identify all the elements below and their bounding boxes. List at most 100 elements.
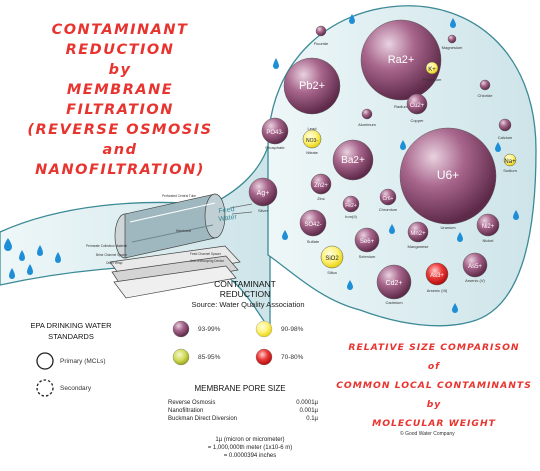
contaminant-name: Selenium	[359, 254, 376, 259]
contaminant-uranium: Uranium	[440, 225, 456, 230]
contaminant-symbol: Fe2+	[345, 203, 357, 209]
contaminant-name: Chloride	[478, 93, 494, 98]
contaminant-selenium: Se6+Selenium	[354, 227, 380, 259]
title-line: CONTAMINANT	[51, 22, 189, 38]
contaminant-symbol: Zn2+	[314, 183, 328, 189]
contaminant-sulfate: SO42-Sulfate	[299, 209, 327, 244]
contaminant-name: Lead	[308, 126, 317, 131]
contaminant-arsenic-iii-: As3+ Arsenic (III)	[425, 262, 449, 293]
pore-row: Reverse Osmosis 0.0001µ	[168, 399, 318, 407]
pore-row: Nanofiltration 0.001µ	[168, 407, 318, 415]
membrane-label: Feed Channel Spacer	[190, 252, 222, 256]
contaminant-circle	[376, 264, 412, 300]
membrane-label: Outer Wrap	[106, 261, 123, 265]
contaminant-pb2-: Pb2+	[283, 57, 341, 115]
contaminant-circle	[283, 57, 341, 115]
contaminant-name: Potassium	[423, 77, 442, 82]
relative-title-line: RELATIVE SIZE COMPARISON	[348, 342, 520, 353]
pore-title: MEMBRANE PORE SIZE	[194, 384, 286, 393]
epa-title: EPA DRINKING WATER STANDARDS	[16, 320, 126, 342]
contaminant-symbol: Cd2+	[386, 280, 403, 287]
contaminant-u6-: U6+	[399, 127, 497, 225]
pore-note: 1µ (micron or micrometer) = 1,000,000th …	[180, 436, 320, 460]
contaminant-circle	[332, 139, 374, 181]
contaminant-circle	[407, 221, 429, 243]
contaminant-circle	[503, 153, 517, 167]
contaminant-sodium: Na+Sodium	[503, 153, 517, 173]
epa-primary-label: Primary (MCLs)	[60, 358, 106, 365]
contaminant-circle	[361, 108, 373, 120]
title-line: NANOFILTRATION)	[35, 162, 205, 178]
contaminant-circle	[498, 118, 512, 132]
contaminant-circle	[310, 173, 332, 195]
contaminant-name: Nickel	[483, 238, 494, 243]
contaminant-circle	[447, 34, 457, 44]
contaminant-fluoride: Fluoride	[314, 25, 329, 46]
contaminant-circle	[425, 262, 449, 286]
legend-title-line: REDUCTION	[219, 289, 271, 299]
title-line: (REVERSE OSMOSIS	[27, 122, 213, 138]
contaminant-name: Arsenic (III)	[427, 288, 448, 293]
contaminant-phosphate: PO43-Phosphate	[261, 117, 289, 150]
contaminant-manganese: Mn2+Manganese	[407, 221, 429, 249]
contaminant-circle	[261, 117, 289, 145]
pore-note-line: 1µ (micron or micrometer)	[215, 437, 285, 443]
contaminant-symbol: As5+	[468, 264, 482, 270]
contaminant-name: Silica	[327, 270, 337, 275]
legend-label: 70-80%	[281, 354, 304, 361]
contaminant-symbol: Cu2+	[410, 103, 425, 109]
contaminant-chromium: Cr6+Chromium	[379, 188, 398, 212]
membrane-label: Permeate Collection Material	[86, 244, 127, 248]
legend-label: 93-99%	[198, 326, 221, 333]
contaminant-name: Silver	[258, 208, 269, 213]
contaminant-name: Nitrate	[306, 150, 319, 155]
relative-title-line: MOLECULAR WEIGHT	[372, 418, 496, 429]
contaminant-symbol: NO3-	[306, 138, 318, 144]
contaminant-symbol: As3+	[430, 273, 444, 279]
membrane-label: Anti-Telescoping Device	[190, 259, 225, 263]
epa-secondary-label: Secondary	[60, 385, 92, 392]
contaminant-copper: Cu2+Copper	[406, 93, 428, 123]
contaminant-symbol: SiO2	[325, 256, 339, 262]
pore-note-line: = 1,000,000th meter (1x10-6 m)	[207, 445, 293, 451]
contaminant-circle	[302, 129, 322, 149]
contaminant-circle	[425, 61, 439, 75]
contaminant-ra2-: Ra2+	[360, 19, 442, 101]
contaminant-circle	[342, 195, 360, 213]
legend-source: Source: Water Quality Association	[191, 300, 305, 309]
contaminant-calcium: Calcium	[498, 118, 513, 140]
main-title: CONTAMINANT REDUCTION by MEMBRANE FILTRA…	[14, 20, 226, 180]
contaminant-circle	[354, 227, 380, 253]
pore-value: 0.001µ	[299, 408, 318, 414]
contaminant-symbol: Ag+	[257, 190, 270, 197]
pore-value: 0.0001µ	[296, 400, 318, 406]
pore-table: Reverse Osmosis 0.0001µ Nanofiltration 0…	[168, 399, 318, 423]
membrane-label: Perforated Central Tube	[162, 194, 197, 198]
contaminant-name: Aluminum	[358, 122, 376, 127]
contaminant-nitrate: NO3- Nitrate	[302, 129, 322, 155]
contaminant-lead: Lead	[308, 126, 317, 131]
title-line: by	[108, 62, 132, 78]
pore-note-line: = 0.0000394 inches	[223, 453, 277, 459]
contaminant-iron-ii-: Fe2+ Iron(II)	[342, 195, 360, 219]
membrane-label: Brine Channel Spacer	[96, 253, 128, 257]
contaminant-name: Calcium	[498, 135, 513, 140]
contaminant-symbol: Pb2+	[299, 80, 325, 92]
pore-value: 0.1µ	[306, 416, 318, 422]
contaminant-zinc: Zn2+Zinc	[310, 173, 332, 201]
contaminant-name: Radium	[394, 104, 408, 109]
relative-size-title: RELATIVE SIZE COMPARISON of COMMON LOCAL…	[336, 338, 532, 433]
contaminant-barium: Ba2+Barium	[332, 0, 374, 181]
credit: © Good Water Company	[400, 431, 455, 437]
contaminant-symbol: SO42-	[304, 222, 321, 228]
contaminant-nickel: Ni2+Nickel	[476, 213, 500, 243]
pore-row: Buckman Direct Diversion 0.1µ	[168, 415, 318, 423]
pore-name: Reverse Osmosis	[168, 400, 216, 406]
contaminant-name: Barium	[347, 0, 360, 1]
contaminant-name: Iron(II)	[345, 214, 357, 219]
contaminant-circle	[320, 245, 344, 269]
contaminant-radium: Radium	[394, 104, 408, 109]
contaminant-circle	[476, 213, 500, 237]
legend-title: CONTAMINANT REDUCTION	[190, 279, 300, 299]
